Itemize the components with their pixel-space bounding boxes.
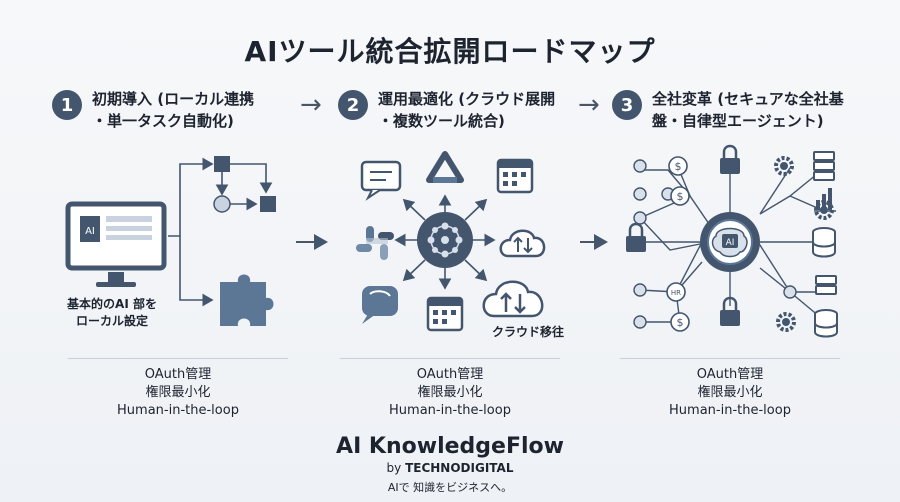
- cloud-sync-icon: [499, 229, 546, 258]
- ai-brain-icon: AI: [700, 212, 760, 272]
- cloud-migration-icon: [482, 280, 544, 318]
- stage-2-badge: 2: [338, 90, 368, 120]
- stage-2-title-line2: ・複数ツール統合): [378, 112, 505, 130]
- stage-1-title-line2: ・単一タスク自動化): [92, 112, 234, 130]
- user-icon: [633, 211, 647, 225]
- calendar-icon: [426, 296, 464, 332]
- database-icon: [812, 227, 838, 338]
- stage-2-caption: クラウド移往: [491, 325, 564, 339]
- hr-label: HR: [671, 289, 681, 297]
- monitor-icon: AI: [65, 201, 167, 287]
- stage-1-caption: 基本的のAI 部を ローカル設定: [67, 297, 157, 328]
- stage-3-badge: 3: [612, 90, 642, 120]
- dollar-icon: $: [675, 160, 682, 173]
- divider: [620, 358, 840, 359]
- stage-1-badge: 1: [52, 90, 82, 120]
- stage-1-header: 1 初期導入 (ローカル連携 ・単一タスク自動化): [52, 88, 254, 132]
- company-name: TECHNODIGITAL: [405, 461, 514, 475]
- user-icon: [633, 187, 647, 201]
- chat-bubble-icon: [362, 286, 398, 324]
- brand-byline: by TECHNODIGITAL: [386, 461, 514, 475]
- stage-3-title-line1: 全社変革 (セキュアな全社基: [652, 90, 844, 108]
- monitor-ai-label: AI: [85, 226, 95, 237]
- process-node: [214, 156, 230, 172]
- divider: [340, 358, 560, 359]
- process-node: [260, 196, 276, 212]
- brand-name: AI KnowledgeFlow: [336, 434, 564, 459]
- lock-icon: [626, 144, 740, 326]
- stage-3-title-line2: 盤・自律型エージェント): [652, 112, 824, 130]
- hub-icon: [417, 212, 473, 268]
- process-node: [213, 195, 231, 213]
- user-icon: [633, 283, 647, 297]
- user-icon: [783, 285, 797, 299]
- dollar-icon: $: [677, 316, 684, 329]
- dollar-icon: $: [677, 190, 684, 203]
- page-title: AIツール統合拡開ロードマップ: [244, 35, 656, 68]
- ai-hub-label: AI: [726, 238, 735, 248]
- stage-3-header: 3 全社変革 (セキュアな全社基 盤・自律型エージェント): [612, 88, 844, 132]
- arrow-right-icon: →: [300, 90, 322, 120]
- chat-icon: [360, 160, 402, 201]
- server-icon: [813, 151, 837, 295]
- stage-1-title-line1: 初期導入 (ローカル連携: [92, 90, 255, 108]
- divider: [68, 358, 288, 359]
- user-icon: [633, 315, 647, 329]
- bar-chart-icon: [814, 188, 836, 212]
- gear-icon: [774, 156, 834, 332]
- stage-2-title-line1: 運用最適化 (クラウド展開: [378, 90, 556, 108]
- slack-icon: [356, 226, 394, 260]
- stage-2-header: 2 運用最適化 (クラウド展開 ・複数ツール統合): [338, 88, 555, 132]
- puzzle-icon: [220, 274, 274, 326]
- arrow-right-icon: →: [578, 90, 600, 120]
- brand-tagline: AIで 知識をビジネスへ。: [387, 481, 513, 494]
- user-icon: [633, 159, 647, 173]
- calendar-icon: [496, 158, 534, 194]
- google-drive-icon: [426, 151, 464, 183]
